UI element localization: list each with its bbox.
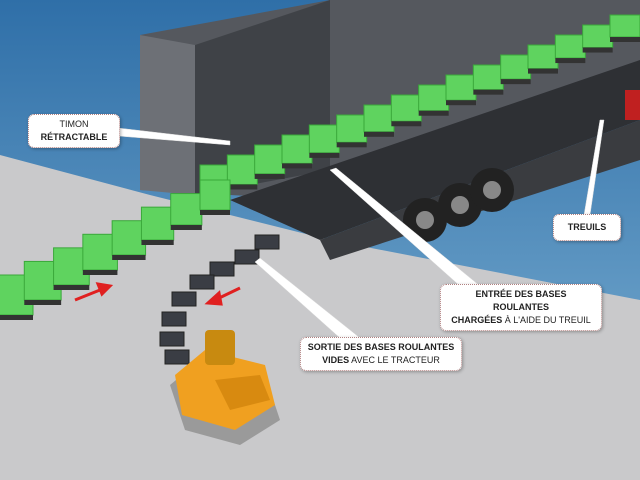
green-box — [527, 44, 559, 70]
empty-base — [189, 274, 215, 290]
rolling-base — [528, 68, 558, 74]
callout-text: VIDES — [322, 355, 350, 365]
rolling-base — [309, 152, 340, 158]
rolling-base — [170, 225, 202, 230]
green-box — [445, 74, 477, 101]
callout-text: RÉTRACTABLE — [40, 132, 108, 142]
rolling-base — [282, 163, 312, 169]
callout-treuils: TREUILS — [553, 214, 621, 241]
green-box — [363, 104, 395, 133]
callout-sortie: SORTIE DES BASES ROULANTES VIDES AVEC LE… — [300, 337, 462, 371]
green-box — [308, 124, 340, 154]
rolling-base — [141, 240, 174, 245]
rolling-base — [0, 315, 33, 320]
direction-arrows — [74, 282, 241, 306]
rolling-base — [82, 270, 118, 275]
empty-base — [209, 261, 235, 277]
callout-text: TREUILS — [567, 222, 607, 232]
rolling-base — [24, 300, 62, 305]
callout-text: SORTIE DES BASES ROULANTES — [307, 342, 455, 352]
green-box — [140, 206, 175, 241]
empty-base — [164, 349, 190, 365]
green-box — [254, 144, 286, 175]
green-box — [582, 24, 614, 49]
green-box — [111, 220, 147, 256]
green-box — [226, 154, 258, 185]
green-box — [609, 14, 640, 38]
rolling-base — [391, 121, 422, 127]
callout-timon-retractable: TIMON RÉTRACTABLE — [28, 114, 120, 148]
loaded-rolling-bases — [0, 14, 640, 320]
green-box — [390, 94, 422, 122]
callout-text: TIMON — [59, 119, 89, 129]
empty-base — [234, 249, 260, 265]
rolling-base — [446, 100, 476, 106]
rolling-base — [473, 89, 504, 95]
rolling-base — [582, 47, 613, 53]
empty-base — [159, 331, 185, 347]
callout-pointers — [117, 119, 605, 339]
rolling-base — [254, 173, 285, 179]
rolling-base — [418, 110, 449, 116]
green-box — [472, 64, 504, 91]
empty-base — [254, 234, 280, 250]
empty-base — [171, 291, 197, 307]
green-box — [500, 54, 532, 80]
callout-text: AVEC LE TRACTEUR — [349, 355, 440, 365]
rolling-base — [227, 184, 258, 190]
rolling-base — [364, 131, 394, 137]
green-box — [170, 193, 203, 226]
callout-text: CHARGÉES — [451, 315, 503, 325]
rolling-base — [53, 285, 90, 290]
green-box — [554, 34, 586, 59]
rolling-base — [610, 37, 640, 42]
empty-rolling-bases — [159, 234, 280, 365]
green-box — [336, 114, 368, 143]
tractor — [170, 330, 280, 445]
empty-base — [161, 311, 187, 327]
green-box — [199, 179, 231, 211]
rolling-base — [555, 58, 586, 64]
callout-text: ENTRÉE DES BASES ROULANTES — [475, 289, 567, 312]
green-box — [281, 134, 313, 164]
callout-text: À L'AIDE DU TREUIL — [502, 315, 591, 325]
rolling-base — [500, 79, 531, 85]
rolling-base — [336, 142, 367, 148]
rolling-base — [112, 255, 146, 260]
green-box — [418, 84, 450, 112]
callout-entree: ENTRÉE DES BASES ROULANTES CHARGÉES À L'… — [440, 284, 602, 331]
rolling-base — [200, 210, 230, 215]
